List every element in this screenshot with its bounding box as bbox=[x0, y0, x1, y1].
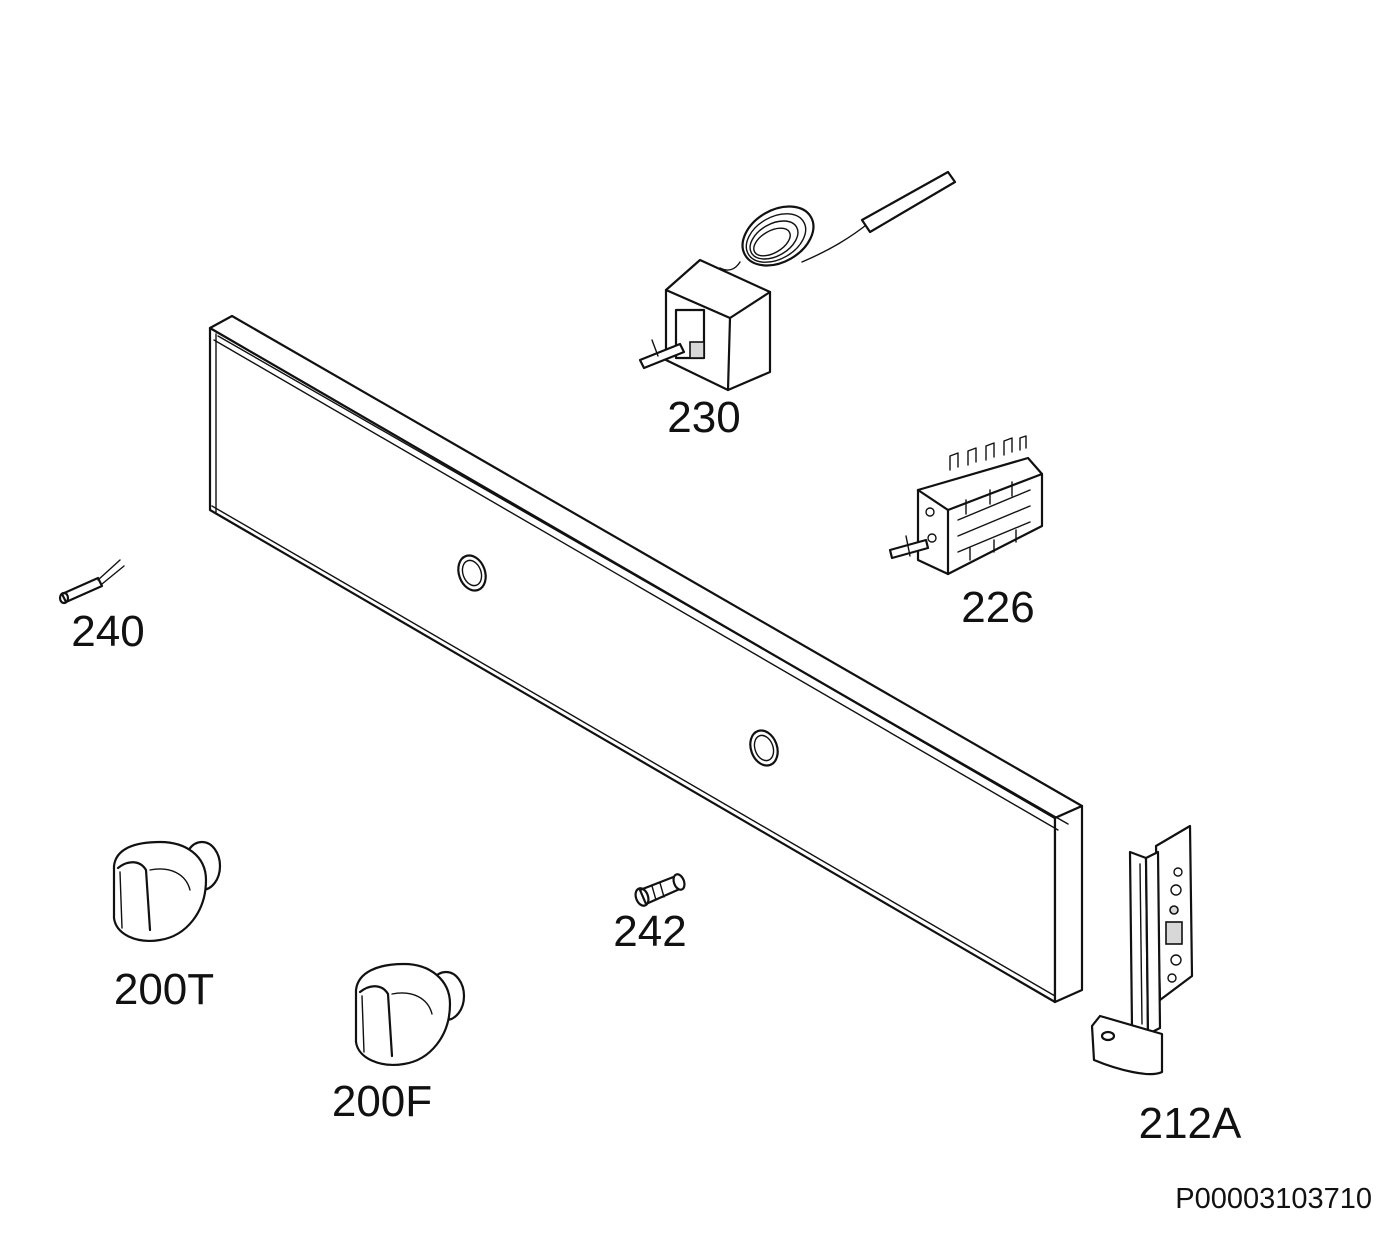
part-label-242: 242 bbox=[613, 907, 686, 956]
part-label-240: 240 bbox=[71, 607, 144, 656]
screw-icon bbox=[634, 873, 686, 907]
selector-switch-icon bbox=[888, 435, 1044, 576]
part-label-226: 226 bbox=[961, 583, 1034, 632]
part-label-200F: 200F bbox=[332, 1077, 432, 1126]
lamp-pin-icon bbox=[58, 559, 125, 605]
part-label-200T: 200T bbox=[114, 965, 214, 1014]
control-knob-icon-200T bbox=[112, 840, 222, 942]
control-knob-icon-200F bbox=[354, 962, 466, 1066]
bracket-icon bbox=[1090, 824, 1194, 1076]
part-label-230: 230 bbox=[667, 393, 740, 442]
part-label-212A: 212A bbox=[1139, 1099, 1242, 1148]
thermostat-icon bbox=[638, 170, 957, 392]
document-id: P00003103710 bbox=[1175, 1183, 1372, 1215]
control-panel-icon bbox=[208, 314, 1084, 1004]
